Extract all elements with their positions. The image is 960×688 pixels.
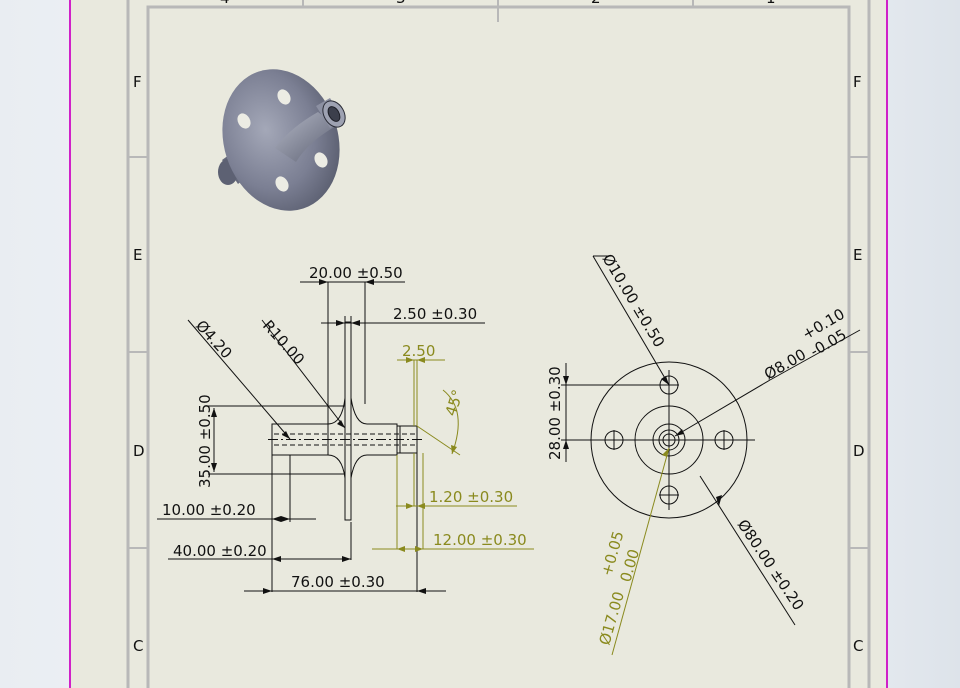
zone-top-4: 4 — [220, 0, 230, 7]
dim-stub-length: 10.00 ±0.20 — [162, 501, 256, 519]
dim-chamfer-length: 2.50 — [402, 342, 435, 360]
zone-top-3: 3 — [396, 0, 406, 7]
dim-flange-thickness: 2.50 ±0.30 — [393, 305, 477, 323]
dim-stub-diameter: 35.00 ±0.50 — [196, 394, 214, 488]
zone-right-e: E — [853, 246, 862, 264]
dim-rear-length: 40.00 ±0.20 — [173, 542, 267, 560]
zone-left-f: F — [133, 73, 142, 91]
front-view-olive-dims — [611, 447, 670, 656]
zone-left-d: D — [133, 442, 145, 460]
zone-top-1: 1 — [766, 0, 776, 7]
zone-left-c: C — [133, 637, 143, 655]
dim-bolt-spacing: 28.00 ±0.30 — [546, 366, 564, 460]
isometric-part-view — [218, 69, 346, 211]
front-view-olive-arrows — [662, 448, 669, 457]
zone-right-d: D — [853, 442, 865, 460]
dim-total-length: 76.00 ±0.30 — [291, 573, 385, 591]
outer-border — [126, 0, 871, 688]
dim-shaft-length: 12.00 ±0.30 — [433, 531, 527, 549]
side-view-olive-arrows — [397, 357, 457, 552]
zone-right-f: F — [853, 73, 862, 91]
side-view-geometry — [157, 281, 485, 592]
zone-ticks — [128, 0, 869, 549]
dim-tip-length: 1.20 ±0.30 — [429, 488, 513, 506]
side-view-arrows — [211, 279, 426, 594]
zone-left-e: E — [133, 246, 142, 264]
zone-right-c: C — [853, 637, 863, 655]
sheet-paper — [70, 0, 887, 688]
dim-overall-20: 20.00 ±0.50 — [309, 264, 403, 282]
front-view-arrows — [563, 376, 722, 506]
zone-top-2: 2 — [591, 0, 601, 7]
